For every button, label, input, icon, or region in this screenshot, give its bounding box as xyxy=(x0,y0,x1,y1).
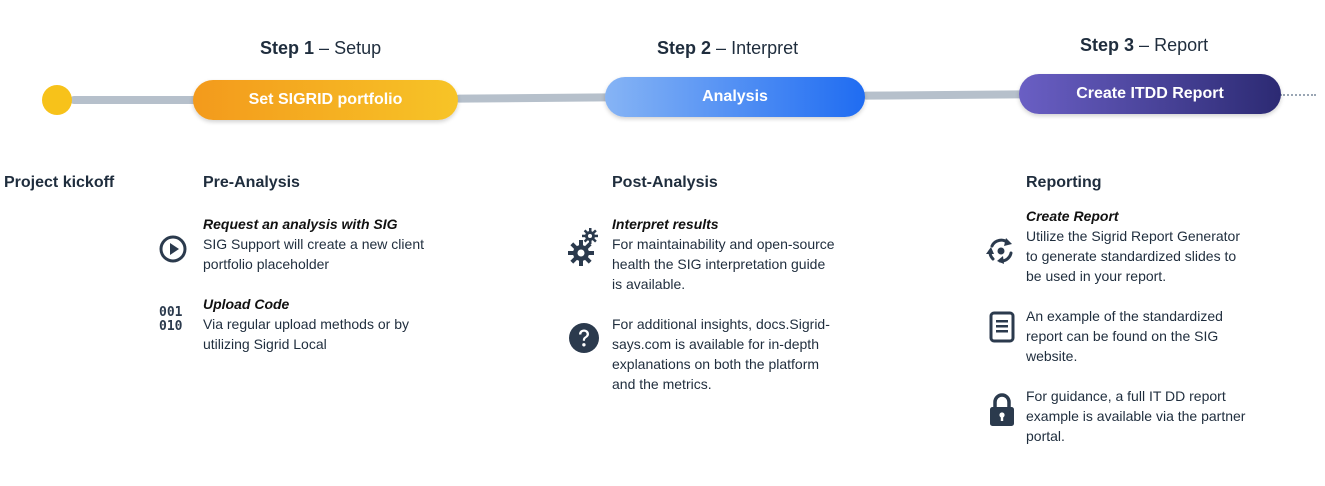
binary-code-icon: 001 010 xyxy=(159,305,183,334)
item-line: Via regular upload methods or by xyxy=(203,316,409,332)
kickoff-milestone-dot xyxy=(42,85,72,115)
timeline-track-3 xyxy=(861,90,1025,100)
pre-analysis-item-request: Request an analysis with SIG SIG Support… xyxy=(203,214,483,274)
reporting-item-guidance: For guidance, a full IT DD report exampl… xyxy=(1026,386,1316,446)
item-line: website. xyxy=(1026,348,1078,364)
timeline-track-1 xyxy=(70,96,200,104)
item-line: report can be found on the SIG xyxy=(1026,328,1219,344)
step-1-pill-label: Set SIGRID portfolio xyxy=(248,91,403,108)
timeline-track-2 xyxy=(454,93,611,103)
item-title: Create Report xyxy=(1026,208,1119,224)
item-title: Upload Code xyxy=(203,296,290,312)
reporting-item-example: An example of the standardized report ca… xyxy=(1026,306,1316,366)
gears-icon xyxy=(568,227,602,267)
item-line: SIG Support will create a new client xyxy=(203,236,424,252)
pre-analysis-item-upload: Upload Code Via regular upload methods o… xyxy=(203,294,483,354)
question-circle-icon xyxy=(568,322,600,354)
cycle-arrows-icon xyxy=(984,234,1018,268)
item-line: explanations on both the platform xyxy=(612,356,820,372)
pre-analysis-heading: Pre-Analysis xyxy=(203,174,300,191)
play-circle-icon xyxy=(158,234,188,264)
step-3-pill: Create ITDD Report xyxy=(1019,74,1281,114)
item-title: Request an analysis with SIG xyxy=(203,216,398,232)
item-line: is available. xyxy=(612,276,686,292)
lock-icon xyxy=(988,392,1016,428)
item-line: portal. xyxy=(1026,428,1065,444)
item-line: For maintainability and open-source xyxy=(612,236,835,252)
step-3-title: Step 3 – Report xyxy=(1080,35,1209,55)
post-analysis-item-docs: For additional insights, docs.Sigrid- sa… xyxy=(612,314,892,394)
reporting-heading: Reporting xyxy=(1026,174,1102,191)
item-line: and the metrics. xyxy=(612,376,712,392)
item-line: For guidance, a full IT DD report xyxy=(1026,388,1226,404)
step-1-title: Step 1 – Setup xyxy=(260,38,382,58)
item-line: says.com is available for in-depth xyxy=(612,336,819,352)
project-kickoff-label: Project kickoff xyxy=(4,174,115,191)
item-line: portfolio placeholder xyxy=(203,256,330,272)
document-icon xyxy=(988,311,1016,343)
step-3-pill-label: Create ITDD Report xyxy=(1076,85,1224,102)
item-line: health the SIG interpretation guide xyxy=(612,256,826,272)
timeline-continuation xyxy=(1280,94,1316,96)
step-1-pill: Set SIGRID portfolio xyxy=(193,80,458,120)
step-2-pill: Analysis xyxy=(605,77,865,117)
post-analysis-heading: Post-Analysis xyxy=(612,174,718,191)
item-title: Interpret results xyxy=(612,216,719,232)
item-line: utilizing Sigrid Local xyxy=(203,336,327,352)
item-line: be used in your report. xyxy=(1026,268,1167,284)
item-line: For additional insights, docs.Sigrid- xyxy=(612,316,830,332)
item-line: Utilize the Sigrid Report Generator xyxy=(1026,228,1240,244)
item-line: example is available via the partner xyxy=(1026,408,1246,424)
item-line: An example of the standardized xyxy=(1026,308,1223,324)
step-2-title: Step 2 – Interpret xyxy=(657,38,799,58)
step-2-pill-label: Analysis xyxy=(702,88,768,105)
item-line: to generate standardized slides to xyxy=(1026,248,1237,264)
post-analysis-item-interpret: Interpret results For maintainability an… xyxy=(612,214,892,294)
reporting-item-create: Create Report Utilize the Sigrid Report … xyxy=(1026,206,1316,286)
